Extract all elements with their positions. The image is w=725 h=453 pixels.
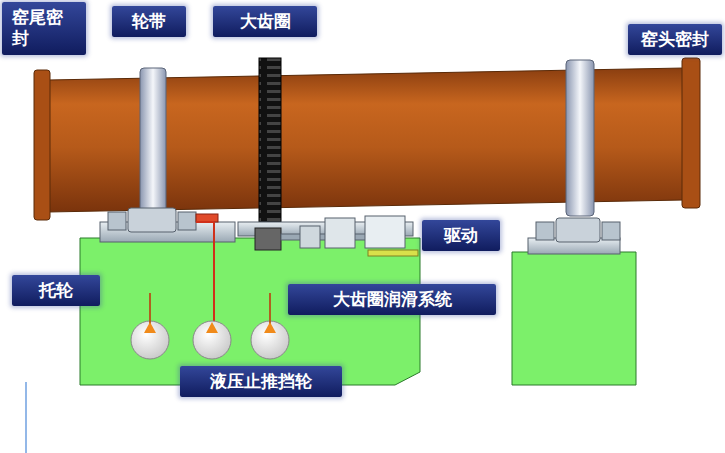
coupling <box>300 226 320 248</box>
girth-gear <box>259 58 281 236</box>
label-box: 大齿圈润滑系统 <box>288 284 496 315</box>
motor <box>365 216 405 248</box>
label-box: 轮带 <box>112 6 186 37</box>
thrust-roller <box>196 214 218 222</box>
motor-base <box>368 250 418 256</box>
label-text: 液压止推挡轮 <box>190 371 332 392</box>
hydraulic-gauges <box>131 293 289 359</box>
hydraulic-line <box>196 221 214 223</box>
supporting-roller <box>556 218 600 242</box>
label-text: 大齿圈润滑系统 <box>298 289 486 310</box>
label-box: 窑头密封 <box>628 24 722 55</box>
right-foundation <box>512 252 636 385</box>
label-text: 窑头密封 <box>638 29 712 50</box>
tail-flange <box>34 70 50 220</box>
hydraulic-line <box>213 222 215 330</box>
label-box: 窑尾密封 <box>2 2 86 55</box>
bearing <box>536 222 554 240</box>
edge-line <box>25 382 27 453</box>
pinion <box>255 228 281 250</box>
label-box: 液压止推挡轮 <box>180 366 342 397</box>
label-box: 大齿圈 <box>213 6 317 37</box>
tire-ring <box>140 68 166 224</box>
label-text: 大齿圈 <box>223 11 307 32</box>
bearing <box>602 222 620 240</box>
label-box: 驱动 <box>422 220 500 251</box>
tire-ring <box>566 60 594 216</box>
label-text: 窑尾密封 <box>12 7 76 50</box>
supporting-roller <box>128 208 176 232</box>
label-box: 托轮 <box>12 275 100 306</box>
bearing <box>108 212 126 230</box>
label-text: 托轮 <box>22 280 90 301</box>
reducer <box>325 218 355 248</box>
head-flange <box>682 58 700 208</box>
bearing <box>178 212 196 230</box>
label-text: 驱动 <box>432 225 490 246</box>
label-text: 轮带 <box>122 11 176 32</box>
